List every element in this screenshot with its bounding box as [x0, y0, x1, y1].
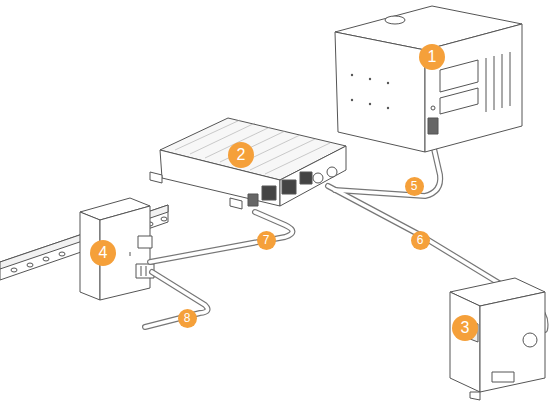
- sensor-head: [450, 278, 545, 400]
- callout-number: 6: [411, 231, 430, 250]
- callout-number: 7: [257, 231, 276, 250]
- din-module: [80, 198, 154, 300]
- callout-number: 1: [419, 44, 445, 70]
- callout-number: 5: [405, 177, 424, 196]
- callout-number: 8: [178, 309, 197, 328]
- cables: [145, 140, 546, 330]
- callout-number: 2: [228, 142, 254, 168]
- computer: [335, 6, 522, 152]
- callout-number: 3: [452, 315, 478, 341]
- controller: [150, 118, 346, 209]
- callout-number: 4: [90, 240, 116, 266]
